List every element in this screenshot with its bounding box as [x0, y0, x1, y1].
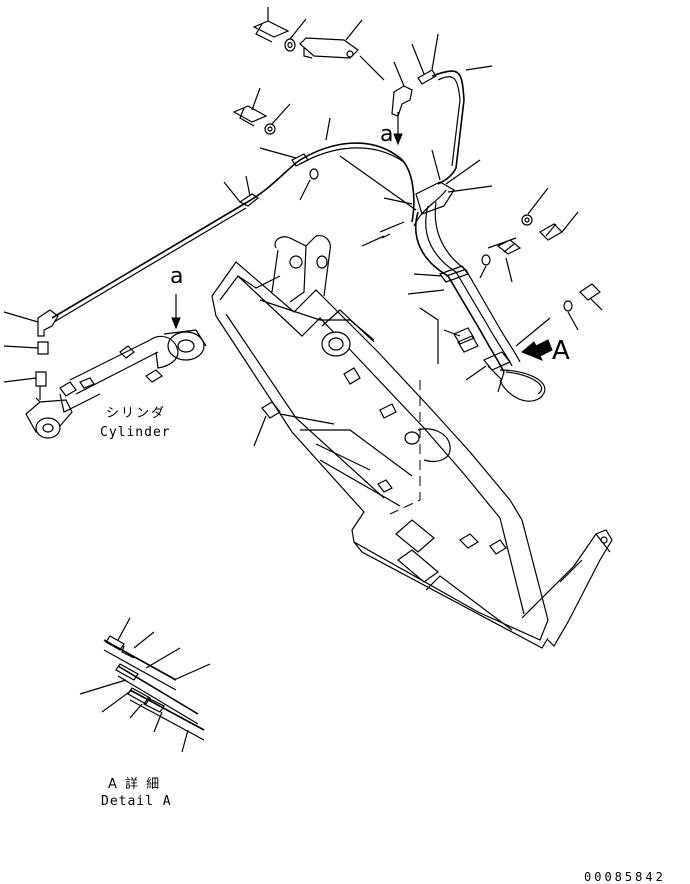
detail-a-hoses [79, 617, 211, 753]
view-arrow-A [521, 339, 553, 361]
connector-block [443, 327, 479, 353]
top-bolt-1 [252, 7, 290, 43]
top-washer-1 [284, 18, 307, 52]
tee-fitting-left [3, 371, 47, 400]
boom-frame [211, 235, 549, 649]
elbow-fitting-left [3, 309, 59, 337]
elbow-fitting-top [391, 61, 413, 117]
top-clip-bracket [299, 19, 363, 59]
hose-fitting-left [223, 175, 260, 207]
hose-fitting-mid [259, 117, 331, 201]
bolt-right-1 [539, 211, 579, 241]
detail-a-label-jp: A 詳 細 [108, 777, 162, 792]
cylinder-label-en: Cylinder [100, 425, 171, 440]
top-washer-2 [264, 103, 291, 135]
hose-clamp-middle [407, 265, 469, 295]
nipple-fitting-left [3, 341, 49, 355]
callout-a-top: a [380, 122, 394, 147]
detail-a-label-en: Detail A [101, 794, 172, 809]
hose-main [51, 142, 415, 319]
cylinder-label-jp: シリンダ [106, 406, 167, 421]
washer-right-2 [479, 254, 491, 279]
callout-A-arrow: A [552, 336, 570, 366]
washer-right-1 [521, 187, 549, 226]
washer-right-3 [563, 300, 579, 331]
bolt-right-3 [579, 283, 603, 311]
hose-upper-loop [431, 70, 465, 185]
bolt-right-2 [487, 237, 522, 283]
callout-a-cylinder: a [170, 264, 184, 289]
straight-fitting-top [411, 33, 439, 85]
hose-descending-pair [414, 211, 505, 373]
view-line-a [389, 380, 421, 515]
blade-bracket [521, 529, 613, 647]
grease-fitting [253, 401, 281, 447]
hydraulic-cylinder [25, 329, 207, 439]
drawing-number: 00085842 [584, 870, 666, 884]
top-bolt-2 [232, 87, 268, 127]
